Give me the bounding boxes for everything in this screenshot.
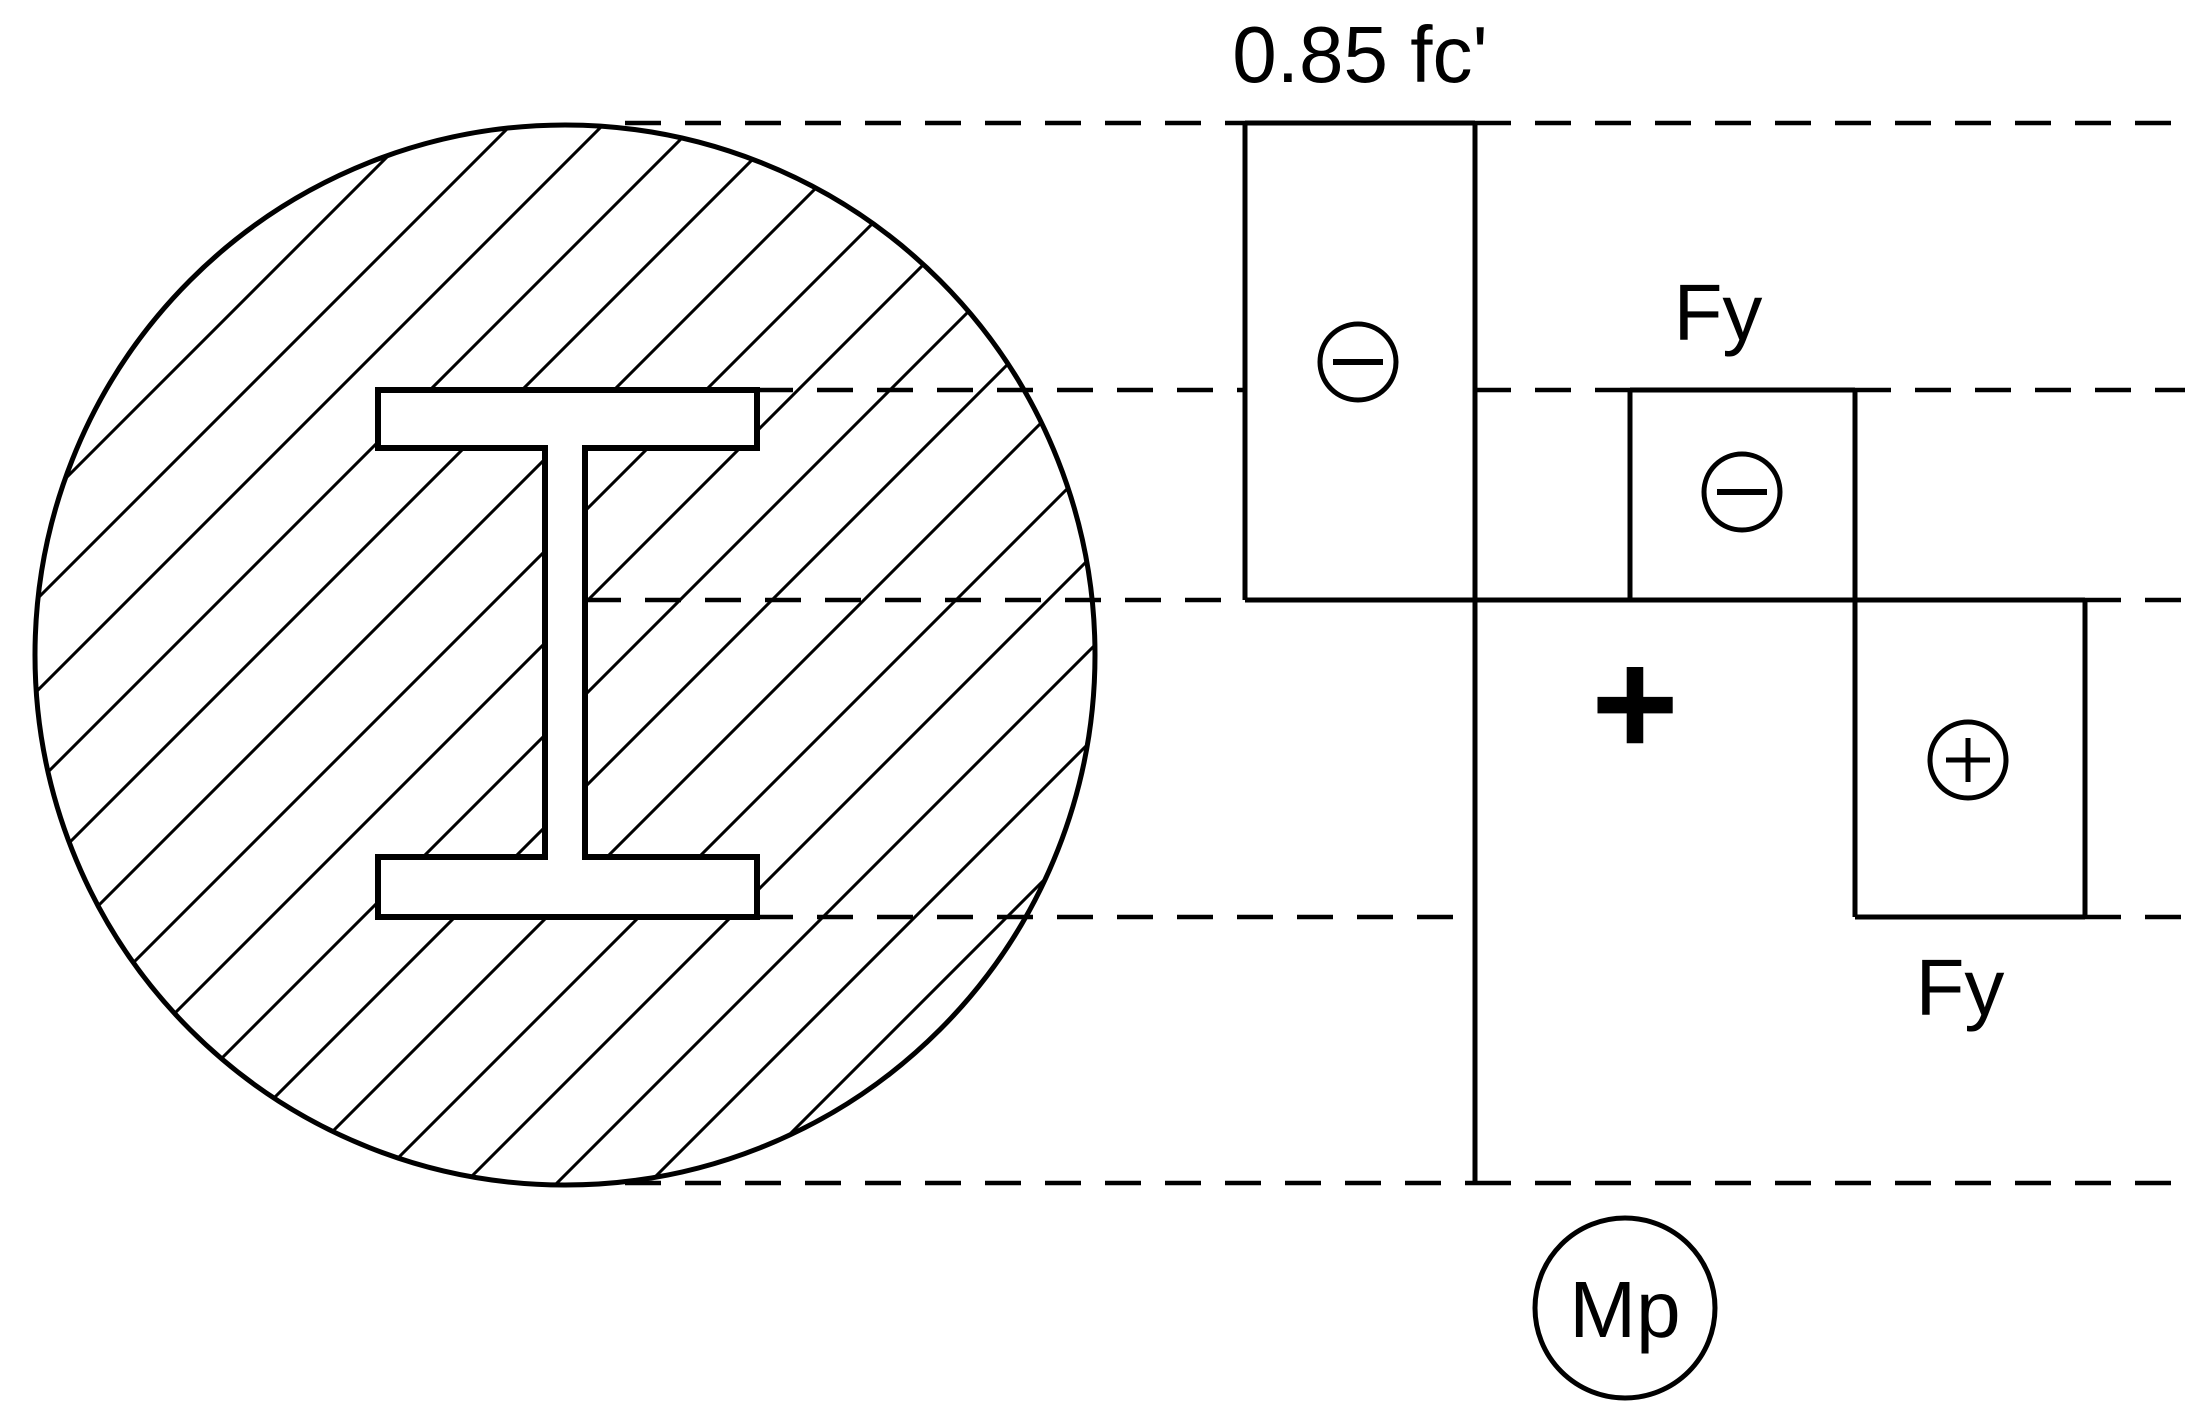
- steel-tension-block: [1852, 597, 2088, 920]
- hatch-line: [35, 125, 1095, 1185]
- hatch-line: [35, 125, 730, 1185]
- minus-circle-icon: [1317, 321, 1399, 403]
- plus-circle-icon: [1927, 719, 2009, 801]
- hatch-line: [35, 125, 1006, 1185]
- hatch-line: [35, 125, 914, 1185]
- hatch-line: [530, 125, 1095, 1185]
- hatch-line: [35, 125, 86, 1185]
- hatch-line: [35, 125, 178, 1185]
- minus-circle-icon: [1701, 451, 1783, 533]
- hatch-line: [162, 125, 1095, 1185]
- steel-stress-top-label: Fy: [1674, 268, 1763, 357]
- concrete-stress-block: [1242, 120, 1475, 603]
- hatch-line: [1360, 0, 2191, 1300]
- hatch-line: [1268, 0, 2191, 1300]
- hatch-line: [438, 125, 1095, 1185]
- moment-label-group: Mp: [1532, 1215, 1718, 1401]
- hatch-line: [622, 125, 1095, 1185]
- hatch-line: [35, 125, 822, 1185]
- moment-label: Mp: [1569, 1265, 1680, 1354]
- hatch-line: [70, 125, 1095, 1185]
- hatch-line: [806, 125, 1095, 1185]
- hatch-line: [1452, 0, 2191, 1300]
- steel-compression-block: [1475, 387, 1858, 603]
- plus-sign-label: +: [1591, 619, 1679, 787]
- hatch-line: [35, 125, 454, 1185]
- hatch-line: [346, 125, 1095, 1185]
- hatch-line: [1176, 0, 2191, 1300]
- steel-stress-bottom-label: Fy: [1916, 943, 2005, 1032]
- hatch-line: [254, 125, 1095, 1185]
- moment-circle: [1532, 1215, 1718, 1401]
- concrete-circle-outline: [32, 122, 1098, 1188]
- hatch-line: [35, 125, 638, 1185]
- concrete-stress-label: 0.85 fc': [1232, 10, 1487, 99]
- concrete-section: [32, 0, 2191, 1300]
- reference-lines: [585, 120, 2185, 1186]
- hatch-line: [714, 125, 1095, 1185]
- steel-i-section: [375, 387, 760, 920]
- hatch-line: [35, 125, 546, 1185]
- hatch-line: [35, 125, 270, 1185]
